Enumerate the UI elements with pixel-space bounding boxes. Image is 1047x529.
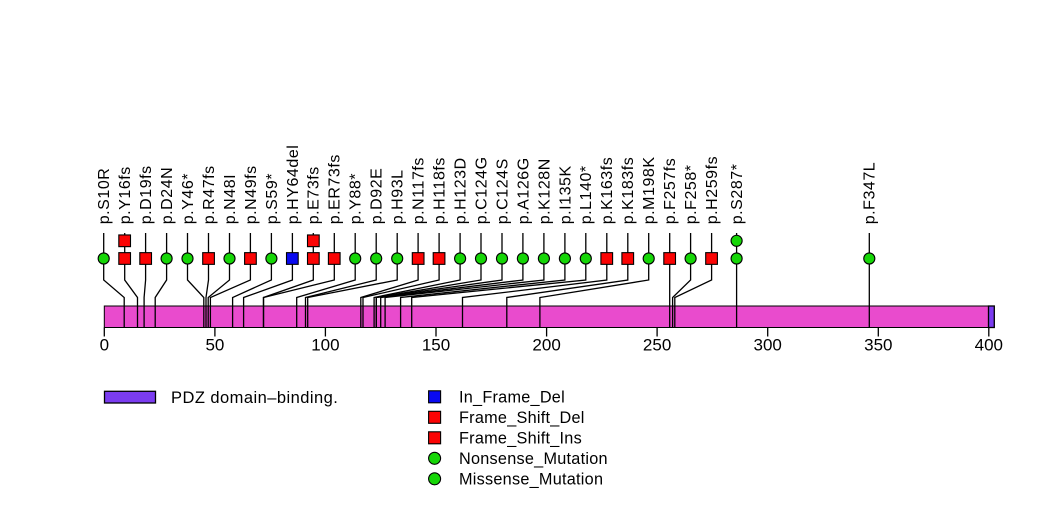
svg-text:100: 100 bbox=[311, 336, 339, 355]
svg-text:p.F257fs: p.F257fs bbox=[662, 158, 679, 225]
svg-text:Frame_Shift_Del: Frame_Shift_Del bbox=[459, 409, 585, 427]
svg-text:200: 200 bbox=[532, 336, 560, 355]
svg-text:p.S287*: p.S287* bbox=[729, 164, 746, 225]
svg-text:p.HY64del: p.HY64del bbox=[285, 145, 302, 225]
svg-text:p.H118fs: p.H118fs bbox=[432, 157, 449, 224]
svg-text:p.E73fs: p.E73fs bbox=[306, 166, 323, 224]
svg-text:p.F258*: p.F258* bbox=[683, 164, 700, 224]
svg-text:p.R47fs: p.R47fs bbox=[201, 165, 218, 224]
svg-text:p.M198K: p.M198K bbox=[641, 156, 658, 224]
svg-text:p.Y46*: p.Y46* bbox=[180, 173, 197, 224]
svg-text:In_Frame_Del: In_Frame_Del bbox=[459, 389, 565, 407]
svg-text:p.S59*: p.S59* bbox=[264, 173, 281, 224]
svg-text:p.F347L: p.F347L bbox=[862, 162, 879, 225]
svg-text:p.K163fs: p.K163fs bbox=[599, 157, 616, 225]
svg-text:Missense_Mutation: Missense_Mutation bbox=[459, 471, 603, 489]
svg-text:250: 250 bbox=[643, 336, 671, 355]
svg-text:p.N117fs: p.N117fs bbox=[411, 157, 428, 224]
svg-text:p.K128N: p.K128N bbox=[536, 158, 553, 224]
svg-text:Frame_Shift_Ins: Frame_Shift_Ins bbox=[459, 430, 582, 448]
svg-text:350: 350 bbox=[864, 336, 892, 355]
svg-text:PDZ domain–binding.: PDZ domain–binding. bbox=[171, 389, 338, 407]
svg-text:p.N49fs: p.N49fs bbox=[243, 165, 260, 224]
svg-text:p.H259fs: p.H259fs bbox=[704, 156, 721, 224]
svg-text:p.ER73fs: p.ER73fs bbox=[327, 154, 344, 224]
svg-text:p.L140*: p.L140* bbox=[578, 165, 595, 224]
svg-text:p.Y88*: p.Y88* bbox=[348, 173, 365, 224]
svg-text:p.Y16fs: p.Y16fs bbox=[117, 166, 134, 224]
svg-text:p.C124S: p.C124S bbox=[494, 158, 511, 224]
svg-text:p.D24N: p.D24N bbox=[159, 167, 176, 225]
svg-text:p.D92E: p.D92E bbox=[369, 168, 386, 225]
svg-text:Nonsense_Mutation: Nonsense_Mutation bbox=[459, 450, 608, 468]
svg-text:p.C124G: p.C124G bbox=[473, 156, 490, 224]
svg-text:50: 50 bbox=[205, 336, 224, 355]
svg-text:p.H123D: p.H123D bbox=[453, 157, 470, 224]
svg-text:150: 150 bbox=[422, 336, 450, 355]
svg-text:300: 300 bbox=[754, 336, 782, 355]
svg-text:p.I135K: p.I135K bbox=[557, 165, 574, 224]
svg-text:p.N48I: p.N48I bbox=[222, 174, 239, 224]
svg-text:0: 0 bbox=[100, 336, 109, 355]
svg-text:p.D19fs: p.D19fs bbox=[138, 165, 155, 224]
svg-text:p.A126G: p.A126G bbox=[515, 157, 532, 224]
svg-text:400: 400 bbox=[975, 336, 1003, 355]
svg-text:p.H93L: p.H93L bbox=[390, 169, 407, 224]
svg-text:p.K183fs: p.K183fs bbox=[620, 157, 637, 225]
svg-text:p.S10R: p.S10R bbox=[96, 168, 113, 225]
